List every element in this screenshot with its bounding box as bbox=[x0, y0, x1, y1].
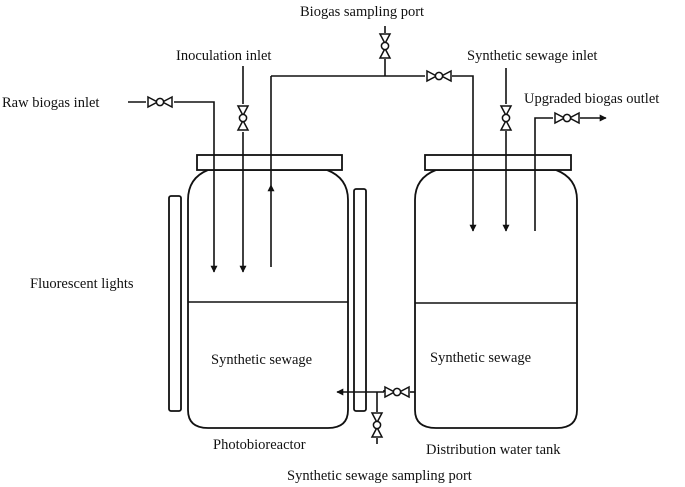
photobioreactor-label: Photobioreactor bbox=[213, 437, 306, 453]
distribution-tank-vessel bbox=[414, 154, 578, 429]
sewage-transfer-valve-icon[interactable] bbox=[384, 386, 410, 398]
inoculation-valve-icon[interactable] bbox=[237, 105, 249, 131]
fluorescent-lights-label: Fluorescent lights bbox=[30, 276, 134, 292]
biogas-sampling-valve-icon[interactable] bbox=[379, 33, 391, 59]
photobioreactor-vessel bbox=[187, 154, 349, 429]
photobioreactor-content-label: Synthetic sewage bbox=[211, 352, 312, 368]
transfer-valve-icon[interactable] bbox=[426, 70, 452, 82]
sewage-sampling-valve-icon[interactable] bbox=[371, 412, 383, 438]
upgraded-biogas-outlet-label: Upgraded biogas outlet bbox=[524, 91, 659, 107]
synthetic-sewage-sampling-port-label: Synthetic sewage sampling port bbox=[287, 468, 472, 484]
synthetic-sewage-inlet-valve-icon[interactable] bbox=[500, 105, 512, 131]
fluorescent-light-right bbox=[353, 188, 367, 412]
upgraded-biogas-valve-icon[interactable] bbox=[554, 112, 580, 124]
biogas-transfer-line bbox=[452, 75, 477, 232]
raw-biogas-valve-icon[interactable] bbox=[147, 96, 173, 108]
raw-biogas-line bbox=[174, 101, 218, 273]
fluorescent-light-left bbox=[168, 195, 182, 412]
inoculation-inlet-label: Inoculation inlet bbox=[176, 48, 271, 64]
raw-biogas-inlet-label: Raw biogas inlet bbox=[2, 95, 99, 111]
distribution-water-tank-label: Distribution water tank bbox=[426, 442, 561, 458]
distribution-tank-content-label: Synthetic sewage bbox=[430, 350, 531, 366]
biogas-sampling-port-label: Biogas sampling port bbox=[300, 4, 424, 20]
synthetic-sewage-inlet-label: Synthetic sewage inlet bbox=[467, 48, 597, 64]
